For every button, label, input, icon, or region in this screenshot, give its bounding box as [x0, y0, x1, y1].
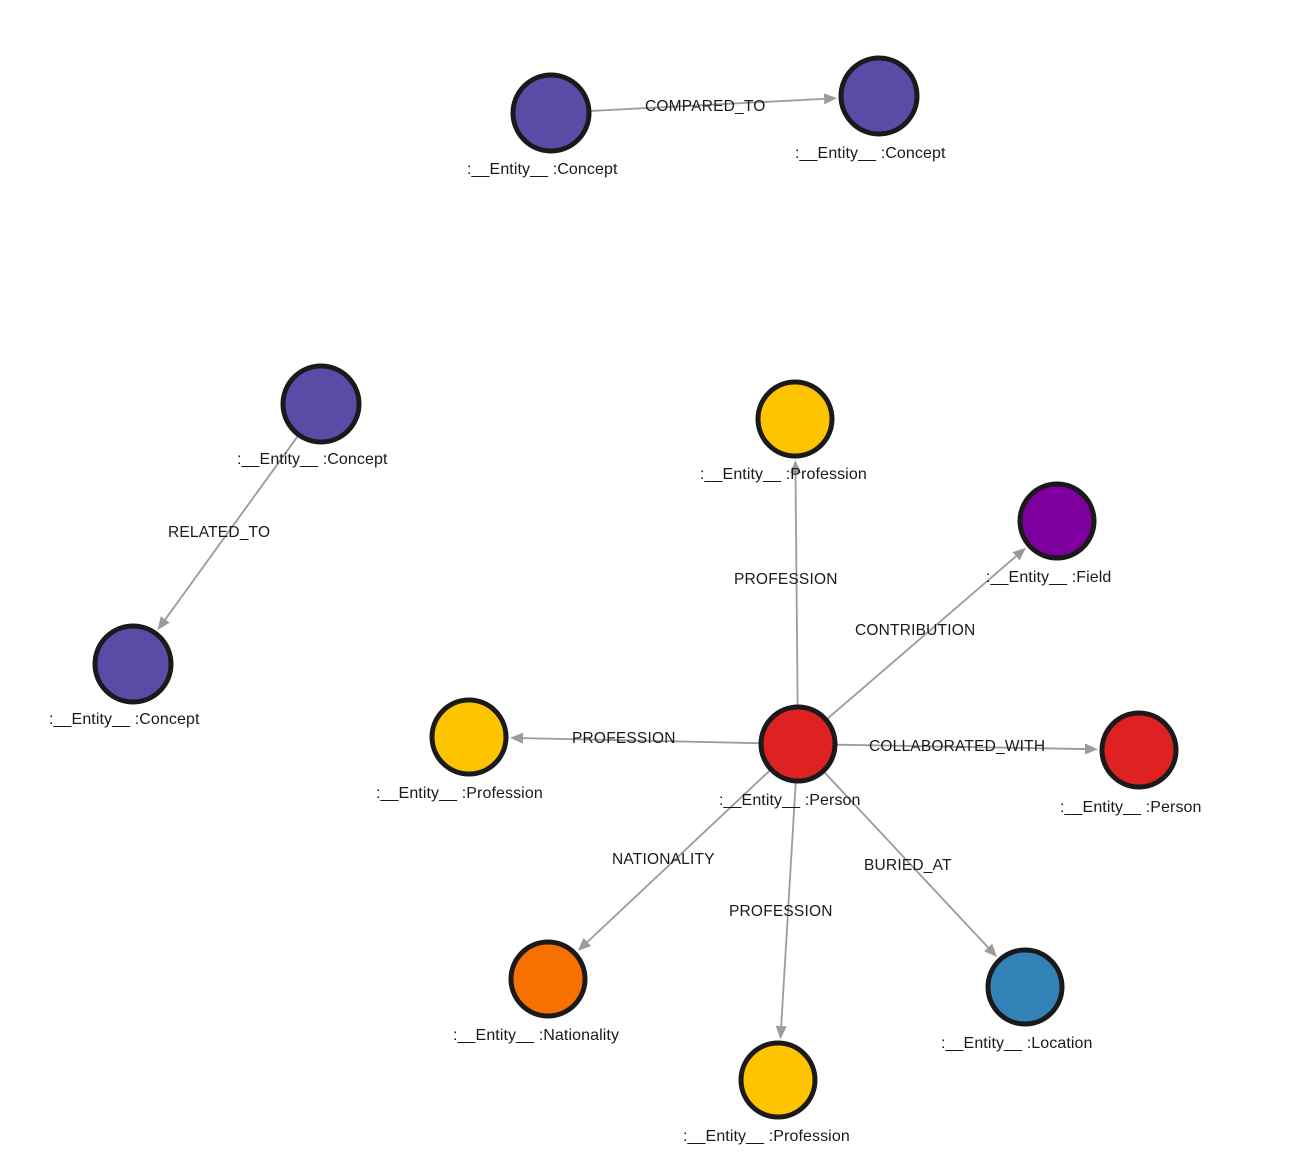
node-label: :__Entity__ :Profession	[683, 1128, 850, 1145]
graph-node-concept[interactable]	[92, 623, 174, 705]
node-label: :__Entity__ :Profession	[700, 466, 867, 483]
edges-layer	[157, 93, 1099, 1040]
relationship-label: PROFESSION	[734, 571, 838, 588]
node-label: :__Entity__ :Person	[1060, 799, 1202, 816]
edge-arrowhead-icon	[775, 1025, 787, 1040]
relationship-label: COLLABORATED_WITH	[869, 738, 1046, 755]
graph-node-nationality[interactable]	[508, 939, 588, 1019]
graph-edge[interactable]	[157, 435, 299, 630]
graph-edge[interactable]	[826, 547, 1026, 720]
graph-node-profession[interactable]	[738, 1040, 818, 1120]
relationship-label: RELATED_TO	[168, 524, 271, 541]
graph-node-concept[interactable]	[838, 55, 920, 137]
node-label: :__Entity__ :Location	[941, 1035, 1093, 1052]
edge-arrowhead-icon	[823, 93, 838, 105]
graph-edge[interactable]	[823, 771, 998, 958]
nodes-layer	[92, 55, 1179, 1120]
node-label: :__Entity__ :Concept	[467, 161, 618, 178]
edge-arrowhead-icon	[1012, 547, 1026, 561]
node-label: :__Entity__ :Concept	[49, 711, 200, 728]
relationship-label: NATIONALITY	[612, 851, 715, 868]
edge-arrowhead-icon	[577, 938, 592, 951]
node-label: :__Entity__ :Field	[986, 569, 1112, 586]
graph-node-profession[interactable]	[755, 379, 835, 459]
edge-arrowhead-icon	[157, 616, 170, 630]
graph-node-person[interactable]	[1099, 710, 1179, 790]
edge-arrowhead-icon	[984, 943, 998, 958]
graph-node-person[interactable]	[758, 704, 838, 784]
graph-node-concept[interactable]	[280, 363, 362, 445]
graph-edge[interactable]	[577, 770, 771, 951]
graph-node-concept[interactable]	[510, 72, 592, 154]
node-label: :__Entity__ :Concept	[237, 451, 388, 468]
node-label: :__Entity__ :Person	[719, 792, 861, 809]
relationship-label: PROFESSION	[572, 730, 676, 747]
graph-edge[interactable]	[509, 732, 760, 745]
edge-arrowhead-icon	[1084, 743, 1099, 755]
relationship-label: COMPARED_TO	[645, 98, 766, 115]
graph-edge[interactable]	[836, 743, 1099, 755]
graph-node-profession[interactable]	[429, 697, 509, 777]
node-label: :__Entity__ :Profession	[376, 785, 543, 802]
graph-edge[interactable]	[789, 459, 801, 706]
graph-node-location[interactable]	[985, 947, 1065, 1027]
relationship-label: PROFESSION	[729, 903, 833, 920]
edge-arrowhead-icon	[789, 459, 801, 474]
graph-node-field[interactable]	[1017, 481, 1097, 561]
relationship-label: CONTRIBUTION	[855, 622, 976, 639]
node-label: :__Entity__ :Nationality	[453, 1027, 620, 1044]
node-label: :__Entity__ :Concept	[795, 145, 946, 162]
edge-arrowhead-icon	[509, 732, 524, 744]
graph-edge[interactable]	[590, 93, 838, 112]
relationship-label: BURIED_AT	[864, 857, 952, 874]
graph-edge[interactable]	[775, 782, 797, 1040]
